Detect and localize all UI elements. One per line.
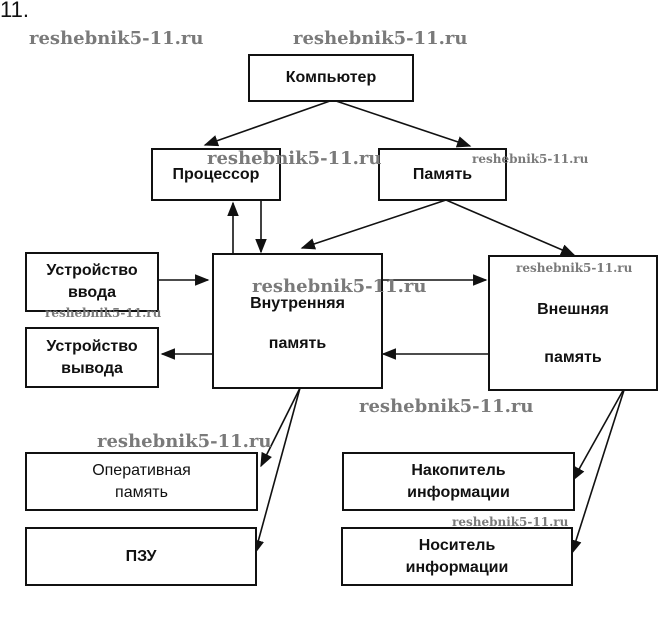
node-input-device: Устройство ввода — [25, 252, 159, 312]
node-output-device-line1: Устройство — [46, 337, 138, 355]
node-storage-medium-line2: информации — [405, 558, 509, 576]
arrow-computer-to-processor — [203, 100, 331, 147]
node-ram-line2: память — [115, 483, 168, 501]
node-ram: Оперативная память — [25, 452, 258, 511]
arrow-memory-to-external — [445, 199, 576, 256]
watermark: reshebnik5-11.ru — [472, 152, 589, 166]
arrow-external-to-medium — [570, 386, 626, 555]
node-input-device-line1: Устройство — [46, 262, 138, 279]
node-computer-label: Компьютер — [285, 69, 377, 86]
watermark: reshebnik5-11.ru — [29, 28, 204, 49]
node-internal-memory-line2: память — [268, 335, 327, 352]
node-memory-label: Память — [412, 165, 473, 183]
node-external-memory-line1: Внешняя — [537, 301, 609, 318]
node-storage-medium-line1: Носитель — [418, 536, 496, 554]
watermark: reshebnik5-11.ru — [452, 515, 569, 529]
watermark: reshebnik5-11.ru — [252, 276, 427, 297]
node-storage-drive-line2: информации — [407, 483, 510, 501]
task-number: 11. — [0, 0, 29, 22]
node-storage-drive: Накопитель информации — [342, 452, 575, 511]
node-rom: ПЗУ — [25, 527, 257, 586]
arrow-computer-to-memory — [335, 100, 472, 148]
node-input-device-line2: ввода — [67, 284, 117, 301]
node-ram-line1: Оперативная — [92, 461, 191, 479]
watermark: reshebnik5-11.ru — [45, 306, 162, 320]
watermark: reshebnik5-11.ru — [516, 261, 633, 275]
node-external-memory: Внешняя память — [488, 255, 658, 391]
node-processor-label: Процессор — [172, 165, 260, 183]
node-internal-memory: Внутренняя память — [212, 253, 383, 389]
node-memory: Память — [378, 148, 507, 201]
node-storage-medium: Носитель информации — [341, 527, 573, 586]
node-output-device: Устройство вывода — [25, 327, 159, 388]
arrow-external-to-drive — [572, 386, 626, 482]
arrow-memory-to-internal — [300, 199, 447, 250]
watermark: reshebnik5-11.ru — [359, 396, 534, 417]
watermark: reshebnik5-11.ru — [293, 28, 468, 49]
arrow-internal-to-ram — [260, 387, 301, 468]
node-rom-label: ПЗУ — [125, 547, 157, 565]
node-computer: Компьютер — [248, 54, 414, 102]
node-processor: Процессор — [151, 148, 281, 201]
node-internal-memory-line1: Внутренняя — [250, 295, 345, 312]
node-storage-drive-line1: Накопитель — [411, 461, 506, 479]
node-output-device-line2: вывода — [61, 359, 123, 377]
arrow-internal-to-rom — [252, 387, 301, 555]
watermark: reshebnik5-11.ru — [207, 148, 382, 169]
node-external-memory-line2: память — [544, 349, 602, 366]
watermark: reshebnik5-11.ru — [97, 431, 272, 452]
